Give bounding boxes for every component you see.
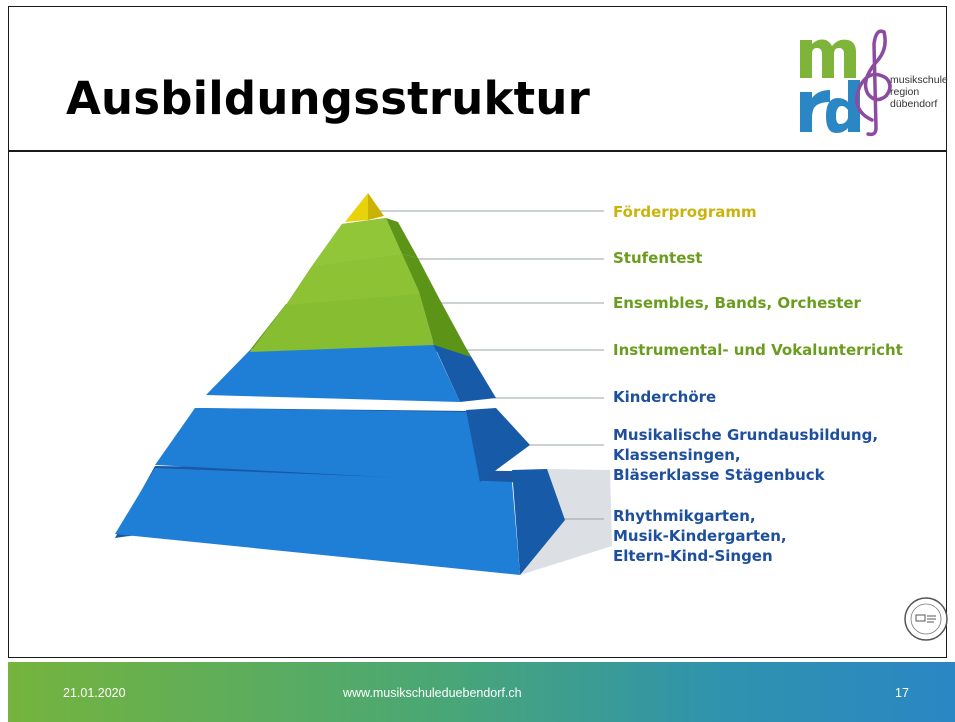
logo-text: musikschule region dübendorf [890,74,948,110]
level-label-3-line: Ensembles, Bands, Orchester [613,294,861,312]
slide-title: Ausbildungsstruktur [66,72,590,125]
level-label-2-line: Stufentest [613,249,703,267]
level-label-4: Instrumental- und Vokalunterricht [613,340,903,360]
footer-date: 21.01.2020 [63,686,126,700]
pyramid-level-7 [115,466,565,575]
footer-page-number: 17 [895,686,909,700]
slide-footer: 21.01.2020 www.musikschuleduebendorf.ch … [8,662,955,722]
pyramid-level-6 [155,408,530,482]
pyramid-level-1 [345,193,384,222]
pyramid-level-5 [206,341,496,402]
level-label-2: Stufentest [613,248,702,268]
logo-graphic [800,29,892,137]
level-label-6-line-1: Musikalische Grundausbildung, [613,426,879,444]
level-label-7-line-3: Eltern-Kind-Singen [613,547,773,565]
level-label-5: Kinderchöre [613,387,716,407]
pyramid-level-2 [312,218,418,266]
logo-line-1: musikschule [890,74,948,86]
level-label-6-line-3: Bläserklasse Stägenbuck [613,466,825,484]
level-label-4-line: Instrumental- und Vokalunterricht [613,341,903,359]
level-label-1: Förderprogramm [613,202,757,222]
pyramid-level-3 [286,254,440,305]
logo-line-3: dübendorf [890,98,938,110]
level-label-3: Ensembles, Bands, Orchester [613,293,861,313]
level-label-1-line: Förderprogramm [613,203,757,221]
connector-lines [373,210,604,520]
logo-line-2: region [890,86,920,98]
level-label-7-line-1: Rhythmikgarten, [613,507,756,525]
certification-seal-icon [904,597,948,641]
level-label-6: Musikalische Grundausbildung, Klassensin… [613,425,878,485]
school-logo: musikschule region dübendorf [790,20,955,140]
level-label-7-line-2: Musik-Kindergarten, [613,527,787,545]
level-label-5-line: Kinderchöre [613,388,717,406]
slide-frame [8,6,947,658]
level-label-7: Rhythmikgarten, Musik-Kindergarten, Elte… [613,506,787,566]
footer-url[interactable]: www.musikschuleduebendorf.ch [343,686,522,700]
pyramid-level-4 [250,292,471,357]
title-divider [8,150,947,152]
level-label-6-line-2: Klassensingen, [613,446,741,464]
